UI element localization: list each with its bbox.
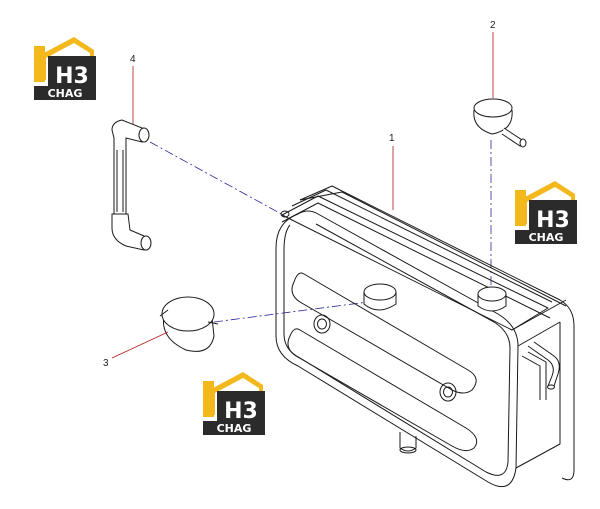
- watermark-logo-bottom: H3 CHAG: [203, 372, 265, 435]
- tank: [275, 185, 575, 488]
- assembly-center-lines: [149, 140, 492, 323]
- callout-1: 1: [389, 133, 395, 144]
- callout-2: 2: [490, 20, 496, 31]
- hose-assembly: [111, 119, 152, 251]
- callout-4: 4: [130, 54, 136, 65]
- center-line-hose: [149, 141, 286, 217]
- callout-leaders: [111, 32, 494, 359]
- svg-text:H3: H3: [536, 208, 570, 233]
- callout-3: 3: [103, 358, 109, 369]
- filler-neck: [363, 283, 397, 311]
- svg-text:H3: H3: [224, 399, 258, 424]
- tank-slot-lower: [287, 328, 478, 452]
- filler-cap: [159, 296, 219, 352]
- tank-front-face: [275, 210, 519, 488]
- svg-text:H3: H3: [55, 64, 89, 89]
- breather-cap: [473, 98, 527, 148]
- svg-text:CHAG: CHAG: [48, 87, 83, 100]
- watermark-logo-right: H3 CHAG: [515, 181, 577, 244]
- svg-text:CHAG: CHAG: [217, 422, 252, 435]
- svg-text:CHAG: CHAG: [529, 231, 564, 244]
- watermark-logo-top-left: H3 CHAG: [34, 37, 96, 100]
- vent-neck: [477, 286, 507, 312]
- center-line-cap: [213, 301, 369, 323]
- leader-3: [111, 331, 169, 359]
